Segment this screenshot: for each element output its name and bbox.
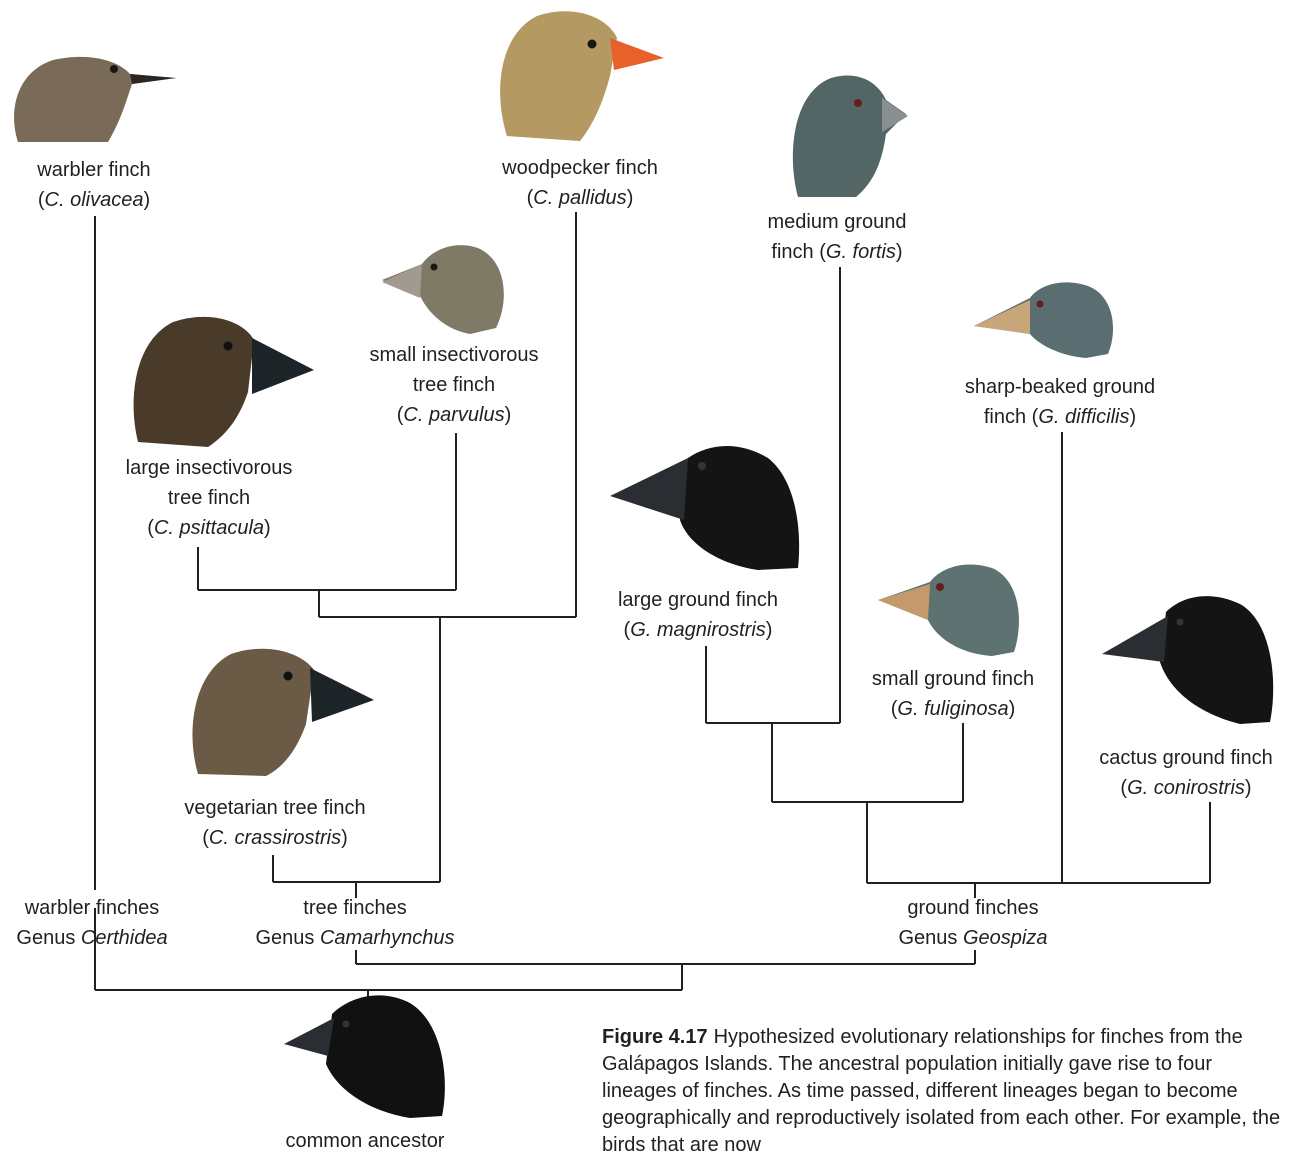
sharp-beaked-ground-finch-image [968, 280, 1118, 360]
label-small-insectivorous-tree-finch: small insectivorous tree finch (C. parvu… [370, 340, 539, 430]
large-ground-finch-sci: G. magnirostris [630, 619, 766, 641]
group-tree-name: tree finches [255, 893, 454, 923]
group-ground-genus: Geospiza [963, 927, 1048, 949]
vegetarian-tree-finch-sci: C. crassirostris [209, 827, 341, 849]
label-cactus-ground-finch: cactus ground finch (G. conirostris) [1099, 743, 1272, 803]
label-woodpecker-finch: woodpecker finch (C. pallidus) [502, 153, 658, 213]
label-medium-ground-finch: medium ground finch (G. fortis) [768, 207, 907, 267]
cactus-ground-finch-name: cactus ground finch [1099, 743, 1272, 773]
woodpecker-finch-image [492, 6, 672, 146]
label-group-warbler: warbler finches Genus Certhidea [16, 893, 167, 953]
label-large-insectivorous-tree-finch: large insectivorous tree finch (C. psitt… [126, 453, 293, 543]
group-warbler-genus-word: Genus [16, 927, 75, 949]
small-ground-finch-name: small ground finch [872, 664, 1034, 694]
large-insectivorous-tree-finch-image [128, 312, 316, 452]
group-ground-genus-word: Genus [899, 927, 958, 949]
sharp-beaked-name-2: finch [984, 406, 1026, 428]
label-vegetarian-tree-finch: vegetarian tree finch (C. crassirostris) [184, 793, 365, 853]
small-ground-finch-image [872, 562, 1022, 658]
large-insectivorous-line1: large insectivorous [126, 453, 293, 483]
cactus-ground-finch-image [1100, 592, 1276, 728]
label-small-ground-finch: small ground finch (G. fuliginosa) [872, 664, 1034, 724]
small-insectivorous-tree-finch-image [378, 240, 510, 336]
large-insectivorous-sci: C. psittacula [154, 517, 264, 539]
group-tree-genus-word: Genus [255, 927, 314, 949]
large-insectivorous-line2: tree finch [126, 483, 293, 513]
figure-number: Figure 4.17 [602, 1026, 708, 1048]
small-insectivorous-line1: small insectivorous [370, 340, 539, 370]
label-common-ancestor: common ancestor [286, 1126, 445, 1156]
label-large-ground-finch: large ground finch (G. magnirostris) [618, 585, 778, 645]
medium-ground-finch-sci: G. fortis [826, 241, 896, 263]
label-group-tree: tree finches Genus Camarhynchus [255, 893, 454, 953]
sharp-beaked-sci: G. difficilis [1038, 406, 1129, 428]
large-ground-finch-name: large ground finch [618, 585, 778, 615]
common-ancestor-image [282, 992, 448, 1120]
small-insectivorous-line2: tree finch [370, 370, 539, 400]
label-group-ground: ground finches Genus Geospiza [899, 893, 1048, 953]
warbler-finch-name: warbler finch [37, 155, 150, 185]
medium-ground-finch-name-2: finch [771, 241, 813, 263]
small-ground-finch-sci: G. fuliginosa [897, 698, 1008, 720]
label-sharp-beaked-ground-finch: sharp-beaked ground finch (G. difficilis… [965, 372, 1155, 432]
cactus-ground-finch-sci: G. conirostris [1127, 777, 1245, 799]
medium-ground-finch-name-1: medium ground [768, 207, 907, 237]
medium-ground-finch-image [786, 72, 912, 202]
group-warbler-name: warbler finches [16, 893, 167, 923]
group-ground-name: ground finches [899, 893, 1048, 923]
large-ground-finch-image [608, 440, 802, 572]
vegetarian-tree-finch-image [186, 644, 376, 778]
label-warbler-finch: warbler finch (C. olivacea) [37, 155, 150, 215]
small-insectivorous-sci: C. parvulus [403, 404, 504, 426]
warbler-finch-image [8, 52, 180, 152]
group-tree-genus: Camarhynchus [320, 927, 455, 949]
woodpecker-finch-sci: C. pallidus [533, 187, 626, 209]
sharp-beaked-name-1: sharp-beaked ground [965, 372, 1155, 402]
vegetarian-tree-finch-name: vegetarian tree finch [184, 793, 365, 823]
group-warbler-genus: Certhidea [81, 927, 168, 949]
warbler-finch-sci: C. olivacea [45, 189, 144, 211]
woodpecker-finch-name: woodpecker finch [502, 153, 658, 183]
